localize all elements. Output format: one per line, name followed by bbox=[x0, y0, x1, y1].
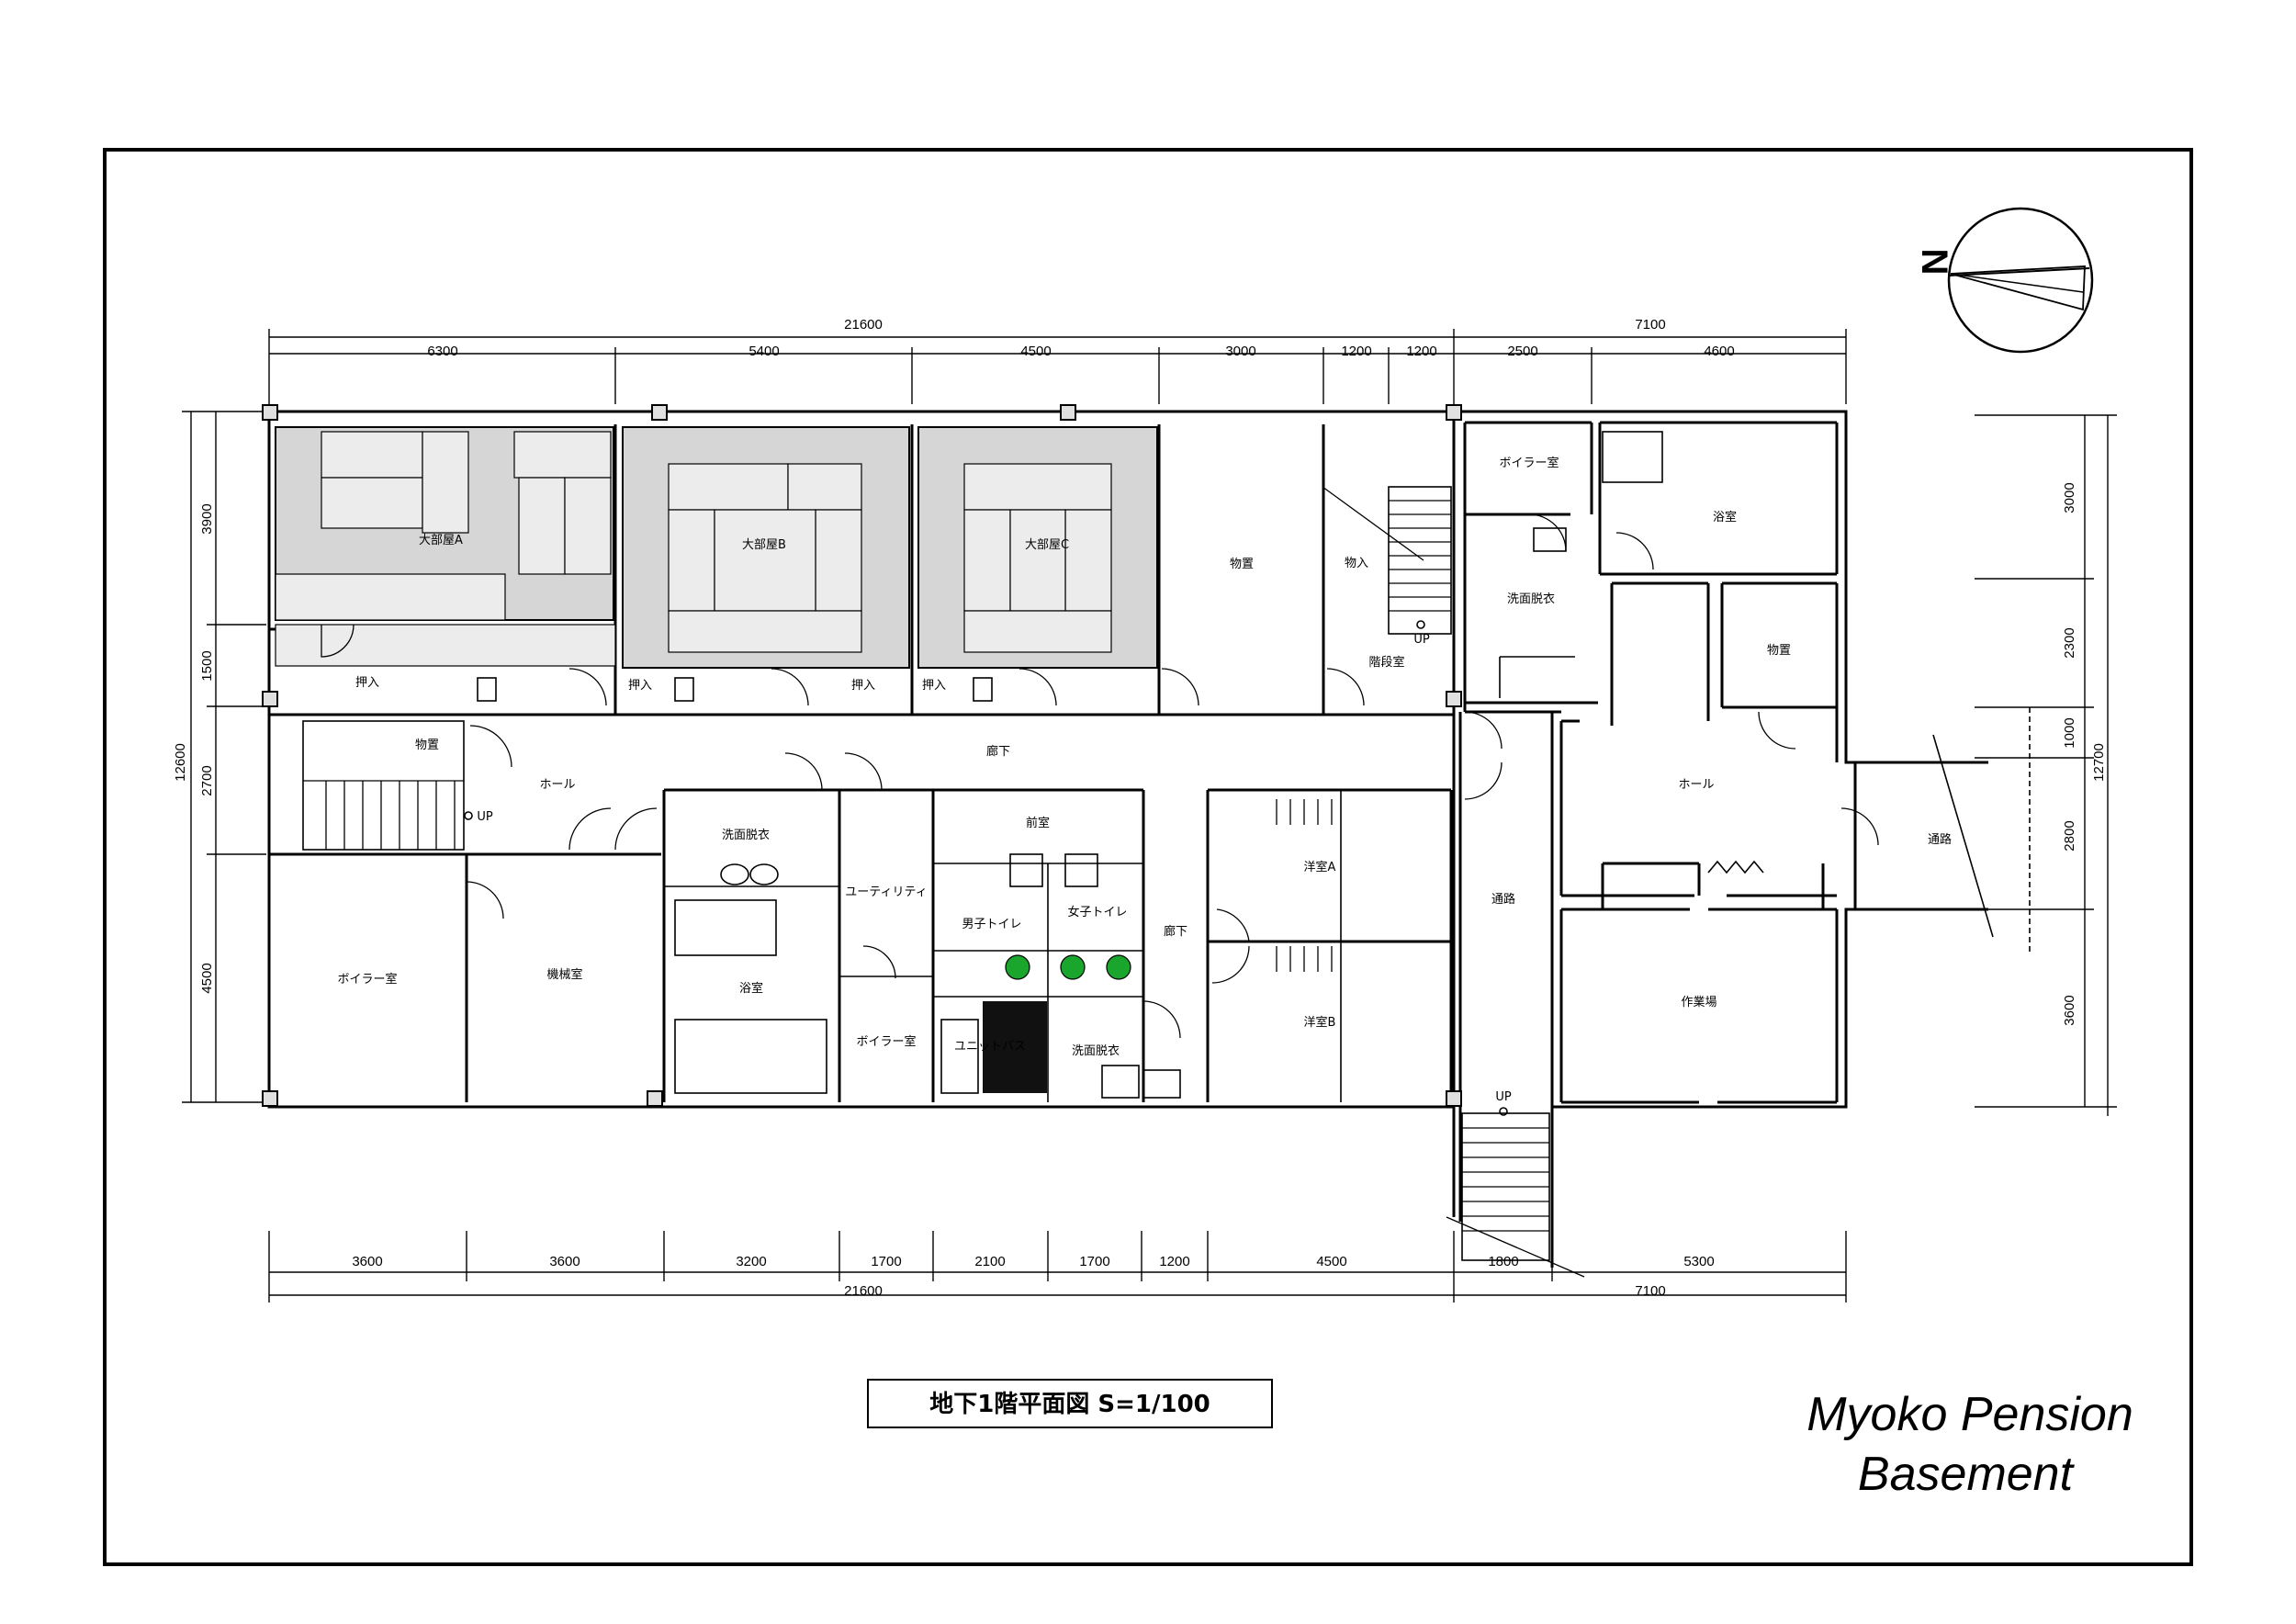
right-dim-3: 1000 bbox=[2062, 717, 2077, 748]
room-label-tatami-c: 大部屋C bbox=[1025, 538, 1069, 552]
left-dimensions: 12600 3900 1500 2700 4500 bbox=[173, 411, 266, 1103]
top-total-left: 21600 bbox=[844, 317, 883, 333]
room-label-corridor: 廊下 bbox=[986, 744, 1010, 759]
stairs-top bbox=[1322, 486, 1452, 635]
stairs-western bbox=[1276, 799, 1333, 972]
room-label-closet-a: 押入 bbox=[355, 676, 379, 690]
left-total: 12600 bbox=[173, 743, 188, 782]
top-dim-3: 4500 bbox=[1020, 344, 1051, 359]
bottom-total-right: 7100 bbox=[1635, 1283, 1665, 1299]
bottom-dim-8: 4500 bbox=[1316, 1254, 1346, 1269]
room-label-workshop: 作業場 bbox=[1681, 995, 1716, 1009]
bottom-dimensions: 3600 3600 3200 1700 2100 1700 1200 4500 … bbox=[268, 1231, 1847, 1303]
north-compass-icon: N bbox=[1914, 207, 2094, 354]
tatami-room-b: 大部屋B bbox=[622, 426, 910, 669]
stairs-left bbox=[302, 720, 465, 851]
bottom-dim-3: 3200 bbox=[736, 1254, 766, 1269]
top-dim-1: 6300 bbox=[427, 344, 457, 359]
drawing-frame bbox=[103, 148, 2193, 1566]
room-label-washroom-right: 洗面脱衣 bbox=[1507, 592, 1555, 606]
room-label-machine-room: 機械室 bbox=[546, 967, 582, 982]
up-label-3: UP bbox=[1495, 1090, 1512, 1104]
room-label-storage-top: 物置 bbox=[1230, 558, 1254, 571]
room-label-bath-right: 浴室 bbox=[1713, 510, 1737, 524]
right-dim-5: 3600 bbox=[2062, 995, 2077, 1025]
top-dim-6: 1200 bbox=[1406, 344, 1436, 359]
bottom-dim-1: 3600 bbox=[352, 1254, 382, 1269]
top-dim-4: 3000 bbox=[1225, 344, 1255, 359]
bottom-dim-2: 3600 bbox=[549, 1254, 580, 1269]
top-dim-7: 2500 bbox=[1507, 344, 1537, 359]
brand-line-2: Basement bbox=[1858, 1448, 2076, 1501]
brand-line-1: Myoko Pension bbox=[1806, 1388, 2133, 1441]
room-label-closet-1: 物入 bbox=[1345, 557, 1368, 570]
right-dim-1: 3000 bbox=[2062, 482, 2077, 513]
fixtures bbox=[477, 431, 1764, 1099]
room-label-western-b: 洋室B bbox=[1304, 1015, 1336, 1030]
caption-text: 地下1階平面図 S=1/100 bbox=[929, 1391, 1210, 1418]
room-label-boiler-left: ボイラー室 bbox=[337, 972, 397, 987]
room-label-western-a: 洋室A bbox=[1304, 860, 1336, 874]
north-label: N bbox=[1914, 249, 1954, 276]
tatami-room-a: 大部屋A bbox=[275, 426, 616, 667]
top-dim-5: 1200 bbox=[1341, 344, 1371, 359]
room-label-hall-left: ホール bbox=[539, 778, 575, 792]
room-label-stair-room: 階段室 bbox=[1368, 655, 1404, 670]
room-label-storage-left: 物置 bbox=[415, 739, 439, 752]
room-label-closet-c: 押入 bbox=[851, 679, 875, 693]
top-total-right: 7100 bbox=[1635, 317, 1665, 333]
room-label-washroom-left: 洗面脱衣 bbox=[722, 828, 770, 842]
bottom-dim-10: 5300 bbox=[1683, 1254, 1714, 1269]
room-label-passage-right: 通路 bbox=[1928, 832, 1952, 847]
top-dimensions: 21600 7100 6300 5400 4500 3000 1200 1200… bbox=[268, 317, 1847, 404]
room-label-washroom-mid: 洗面脱衣 bbox=[1072, 1043, 1120, 1058]
bottom-dim-9: 1800 bbox=[1488, 1254, 1518, 1269]
structural-columns bbox=[262, 404, 1462, 1107]
room-label-closet-b: 押入 bbox=[628, 679, 652, 693]
bottom-total-left: 21600 bbox=[844, 1283, 883, 1299]
room-label-mens-toilet: 男子トイレ bbox=[962, 918, 1021, 931]
up-label-2: UP bbox=[477, 810, 493, 824]
room-label-tatami-b: 大部屋B bbox=[742, 538, 786, 552]
room-label-boiler-right: ボイラー室 bbox=[1499, 456, 1559, 470]
room-labels: 物置 物入 押入 押入 押入 押入 階段室 物置 ホール 廊下 廊下 洗面脱衣 … bbox=[337, 456, 1952, 1058]
top-dim-2: 5400 bbox=[748, 344, 779, 359]
room-label-utility: ユーティリティ bbox=[845, 885, 927, 899]
right-dimensions: 12700 3000 2300 1000 2800 3600 bbox=[1975, 414, 2117, 1116]
bottom-dim-4: 1700 bbox=[871, 1254, 901, 1269]
bottom-dim-6: 1700 bbox=[1079, 1254, 1109, 1269]
room-label-unit-bath: ユニットバス bbox=[954, 1040, 1026, 1054]
room-label-bath-left: 浴室 bbox=[739, 981, 763, 996]
drawing-caption: 地下1階平面図 S=1/100 bbox=[867, 1379, 1273, 1428]
bottom-dim-7: 1200 bbox=[1159, 1254, 1189, 1269]
top-dim-8: 4600 bbox=[1704, 344, 1734, 359]
right-total: 12700 bbox=[2091, 743, 2107, 782]
up-markers: UP UP UP bbox=[464, 620, 1512, 1116]
right-dim-2: 2300 bbox=[2062, 627, 2077, 658]
left-dim-4: 4500 bbox=[199, 963, 215, 993]
room-label-womens-toilet: 女子トイレ bbox=[1067, 905, 1127, 919]
left-dim-1: 3900 bbox=[199, 503, 215, 534]
room-label-hall-right: ホール bbox=[1678, 778, 1714, 792]
doors bbox=[321, 513, 1879, 1039]
bottom-dim-5: 2100 bbox=[974, 1254, 1005, 1269]
left-dim-3: 2700 bbox=[199, 765, 215, 795]
room-label-tatami-a: 大部屋A bbox=[419, 534, 463, 547]
up-label-1: UP bbox=[1413, 633, 1430, 647]
tatami-room-c: 大部屋C bbox=[917, 426, 1158, 669]
room-label-storage-right: 物置 bbox=[1767, 644, 1791, 658]
left-dim-2: 1500 bbox=[199, 650, 215, 681]
room-label-anteroom: 前室 bbox=[1026, 816, 1050, 830]
right-dim-4: 2800 bbox=[2062, 820, 2077, 851]
room-label-boiler-mid: ボイラー室 bbox=[856, 1034, 916, 1049]
brand-title: Myoko Pension Basement bbox=[1806, 1388, 2133, 1501]
stairs-bottom bbox=[1446, 1112, 1585, 1278]
room-label-corridor2: 廊下 bbox=[1164, 924, 1187, 939]
room-label-closet-d: 押入 bbox=[922, 679, 946, 693]
room-label-passage-mid: 通路 bbox=[1491, 892, 1515, 907]
